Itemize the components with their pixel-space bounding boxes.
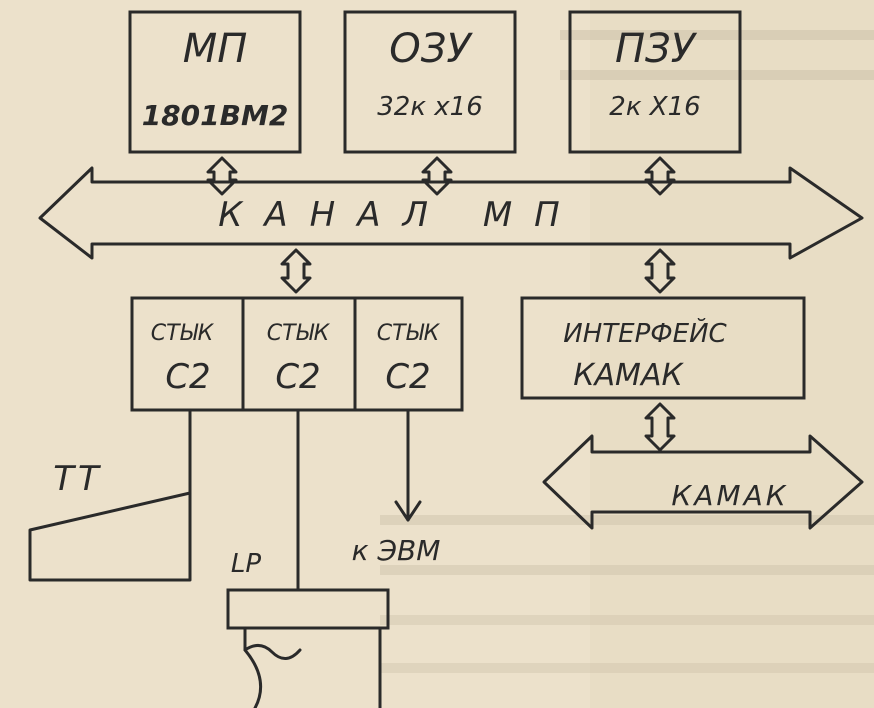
ozu-size: 32к х16	[377, 92, 483, 122]
mp-name: МП	[183, 26, 248, 72]
ozu-name: ОЗУ	[389, 26, 473, 72]
lp-label: LP	[231, 549, 261, 579]
mp-model: 1801ВМ2	[142, 99, 289, 132]
pzu-size: 2к Х16	[609, 92, 700, 122]
evm-label: к ЭВМ	[352, 534, 441, 567]
pzu-name: ПЗУ	[615, 26, 698, 72]
camac-bus-label: КАМАК	[671, 479, 788, 512]
port-3-type: С2	[385, 357, 430, 397]
port-3-label: СТЫК	[377, 321, 441, 346]
interface-label: ИНТЕРФЕЙС	[563, 317, 727, 349]
port-1-label: СТЫК	[151, 321, 215, 346]
interface-camac-label: КАМАК	[573, 358, 684, 393]
port-1-type: С2	[165, 357, 210, 397]
main-bus-label: КАНАЛ МП	[218, 195, 582, 235]
port-2-label: СТЫК	[267, 321, 331, 346]
port-2-type: С2	[275, 357, 320, 397]
tt-label: ТТ	[53, 459, 103, 499]
